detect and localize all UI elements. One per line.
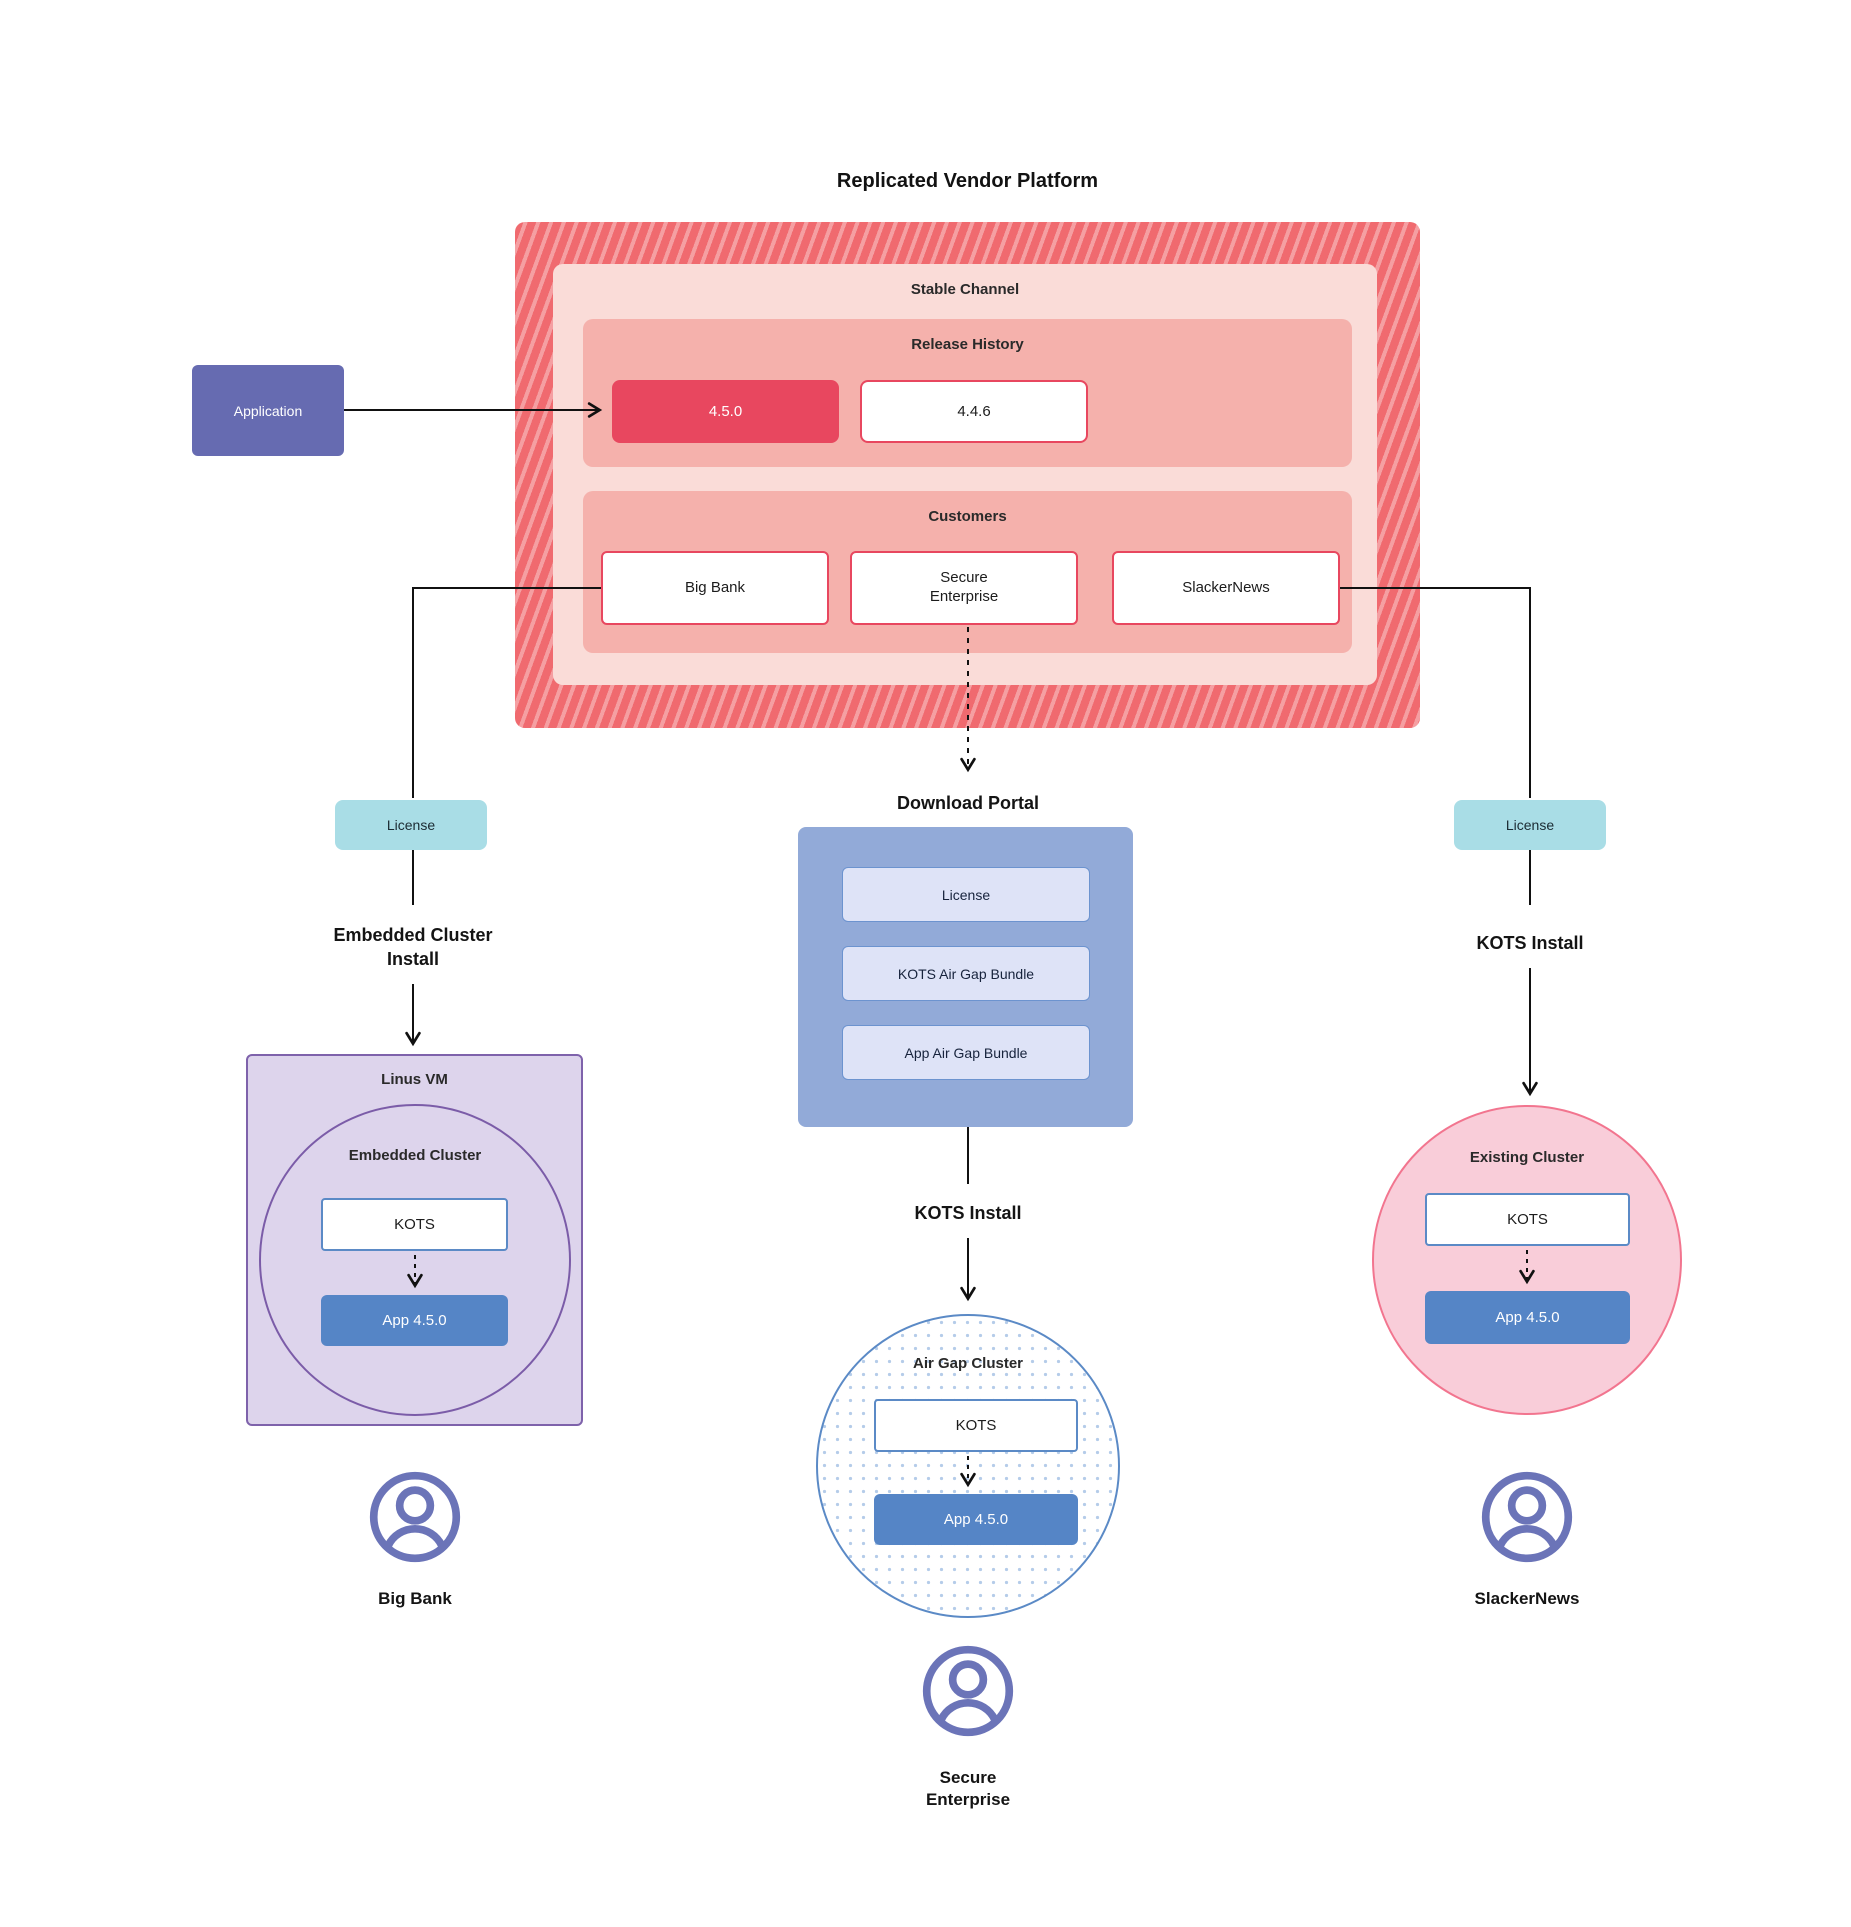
kots-node-center: KOTS bbox=[874, 1399, 1078, 1452]
application-node: Application bbox=[192, 365, 344, 456]
user-icon bbox=[922, 1645, 1014, 1737]
app-node-right: App 4.5.0 bbox=[1425, 1291, 1630, 1344]
persona-icon-secure-enterprise bbox=[920, 1643, 1016, 1739]
download-portal-title: Download Portal bbox=[896, 792, 1039, 813]
release-history-label: Release History bbox=[911, 335, 1024, 353]
embedded-cluster-install-label: Embedded Cluster Install bbox=[333, 924, 493, 969]
portal-item-license: License bbox=[842, 867, 1090, 922]
release-4-4-6: 4.4.6 bbox=[860, 380, 1088, 443]
app-node-center: App 4.5.0 bbox=[874, 1494, 1078, 1545]
user-icon bbox=[369, 1471, 461, 1563]
kots-node-left: KOTS bbox=[321, 1198, 508, 1251]
customer-slackernews: SlackerNews bbox=[1112, 551, 1340, 625]
persona-icon-big-bank bbox=[367, 1469, 463, 1565]
app-node-left: App 4.5.0 bbox=[321, 1295, 508, 1346]
customer-secure-enterprise: Secure Enterprise bbox=[850, 551, 1078, 625]
customers-label: Customers bbox=[928, 507, 1007, 525]
portal-item-kots-airgap-bundle: KOTS Air Gap Bundle bbox=[842, 946, 1090, 1001]
license-node-left: License bbox=[335, 800, 487, 850]
embedded-cluster-circle bbox=[259, 1104, 571, 1416]
persona-label-secure-enterprise: Secure Enterprise bbox=[925, 1767, 1011, 1809]
license-node-right: License bbox=[1454, 800, 1606, 850]
existing-cluster-label: Existing Cluster bbox=[1469, 1148, 1585, 1166]
kots-install-label-right: KOTS Install bbox=[1476, 932, 1584, 953]
kots-node-right: KOTS bbox=[1425, 1193, 1630, 1246]
embedded-cluster-label: Embedded Cluster bbox=[348, 1146, 482, 1164]
stable-channel-label: Stable Channel bbox=[910, 280, 1020, 298]
linus-vm-label: Linus VM bbox=[381, 1070, 448, 1088]
page-title: Replicated Vendor Platform bbox=[836, 169, 1099, 192]
customer-big-bank: Big Bank bbox=[601, 551, 829, 625]
kots-install-label-center: KOTS Install bbox=[914, 1202, 1022, 1223]
user-icon bbox=[1481, 1471, 1573, 1563]
persona-icon-slackernews bbox=[1479, 1469, 1575, 1565]
persona-label-slackernews: SlackerNews bbox=[1474, 1588, 1580, 1608]
release-4-5-0: 4.5.0 bbox=[612, 380, 839, 443]
persona-label-big-bank: Big Bank bbox=[378, 1588, 452, 1608]
portal-item-app-airgap-bundle: App Air Gap Bundle bbox=[842, 1025, 1090, 1080]
air-gap-cluster-label: Air Gap Cluster bbox=[912, 1354, 1024, 1372]
